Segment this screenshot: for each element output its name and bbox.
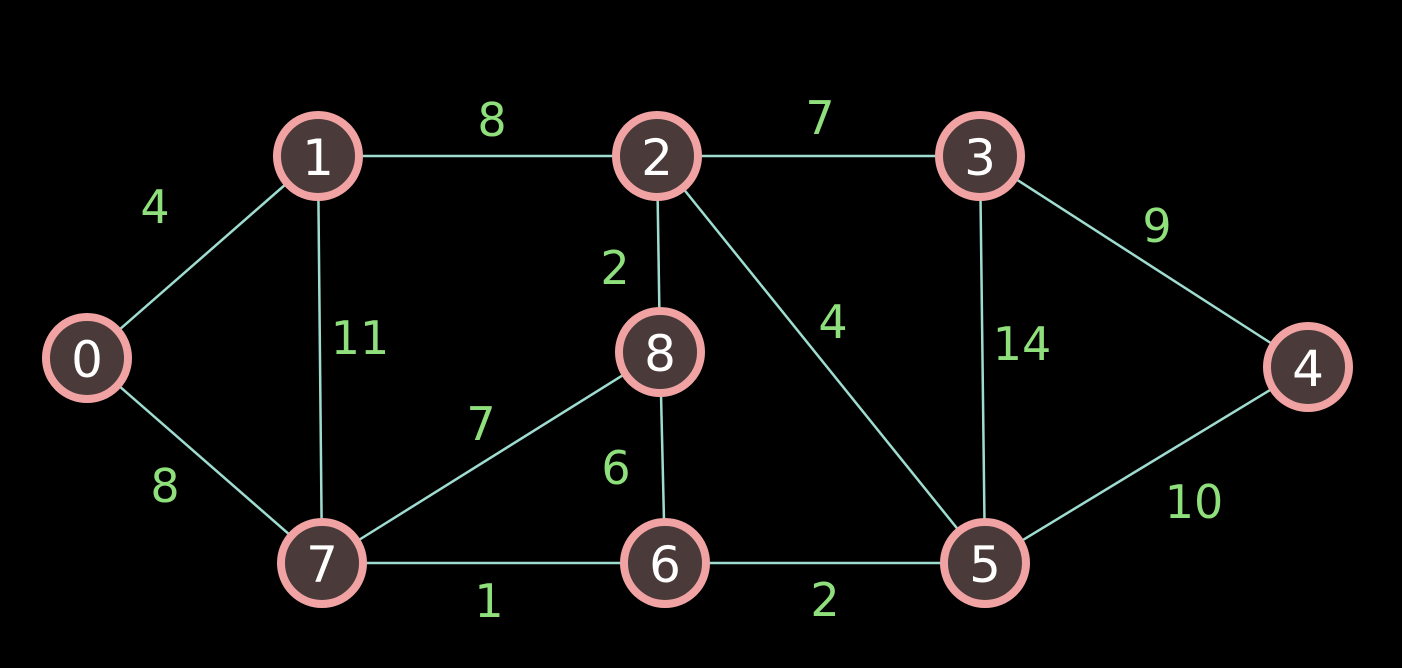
edge-weight-4-5: 10 xyxy=(1165,475,1224,529)
edge-4-5 xyxy=(983,365,1310,565)
edge-1-7 xyxy=(316,154,324,565)
node-circle-1 xyxy=(273,111,363,201)
edge-weight-0-7: 8 xyxy=(150,459,179,513)
node-label-5: 5 xyxy=(969,536,1001,594)
node-label-0: 0 xyxy=(71,331,103,389)
node-2: 2 xyxy=(612,111,702,201)
edge-2-5 xyxy=(655,154,987,565)
edge-3-5 xyxy=(978,154,987,565)
edge-weight-2-8: 2 xyxy=(600,241,629,295)
node-0: 0 xyxy=(42,313,132,403)
edge-weight-1-7: 11 xyxy=(331,311,390,365)
edge-weight-3-4: 9 xyxy=(1142,199,1171,253)
node-4: 4 xyxy=(1263,322,1353,412)
edge-0-1 xyxy=(85,154,320,360)
node-circle-8 xyxy=(615,307,705,397)
edge-weight-0-1: 4 xyxy=(140,180,169,234)
edge-weight-7-8: 7 xyxy=(466,397,495,451)
edge-weight-5-6: 2 xyxy=(810,573,839,627)
node-label-7: 7 xyxy=(306,536,338,594)
nodes-layer: 0 1 2 3 4 5 6 7 8 xyxy=(42,111,1353,608)
node-circle-7 xyxy=(277,518,367,608)
node-8: 8 xyxy=(615,307,705,397)
node-label-4: 4 xyxy=(1292,340,1324,398)
edge-weight-6-8: 6 xyxy=(601,441,630,495)
node-label-6: 6 xyxy=(649,536,681,594)
edge-weight-2-3: 7 xyxy=(805,91,834,145)
edge-weight-2-5: 4 xyxy=(818,295,847,349)
edge-7-8 xyxy=(320,350,662,565)
node-3: 3 xyxy=(935,111,1025,201)
edge-0-7 xyxy=(85,356,324,565)
edge-weight-3-5: 14 xyxy=(993,317,1052,371)
edge-weights-layer: 4 8 8 11 7 2 4 9 14 10 2 1 6 7 xyxy=(140,91,1223,628)
edge-weight-1-2: 8 xyxy=(477,93,506,147)
node-circle-6 xyxy=(620,518,710,608)
node-circle-4 xyxy=(1263,322,1353,412)
node-label-8: 8 xyxy=(644,325,676,383)
node-circle-0 xyxy=(42,313,132,403)
node-label-3: 3 xyxy=(964,129,996,187)
node-circle-5 xyxy=(940,518,1030,608)
node-1: 1 xyxy=(273,111,363,201)
node-7: 7 xyxy=(277,518,367,608)
node-6: 6 xyxy=(620,518,710,608)
node-label-1: 1 xyxy=(302,129,334,187)
node-5: 5 xyxy=(940,518,1030,608)
edge-weight-6-7: 1 xyxy=(474,574,503,628)
node-circle-3 xyxy=(935,111,1025,201)
edge-3-4 xyxy=(978,154,1310,369)
node-label-2: 2 xyxy=(641,129,673,187)
node-circle-2 xyxy=(612,111,702,201)
